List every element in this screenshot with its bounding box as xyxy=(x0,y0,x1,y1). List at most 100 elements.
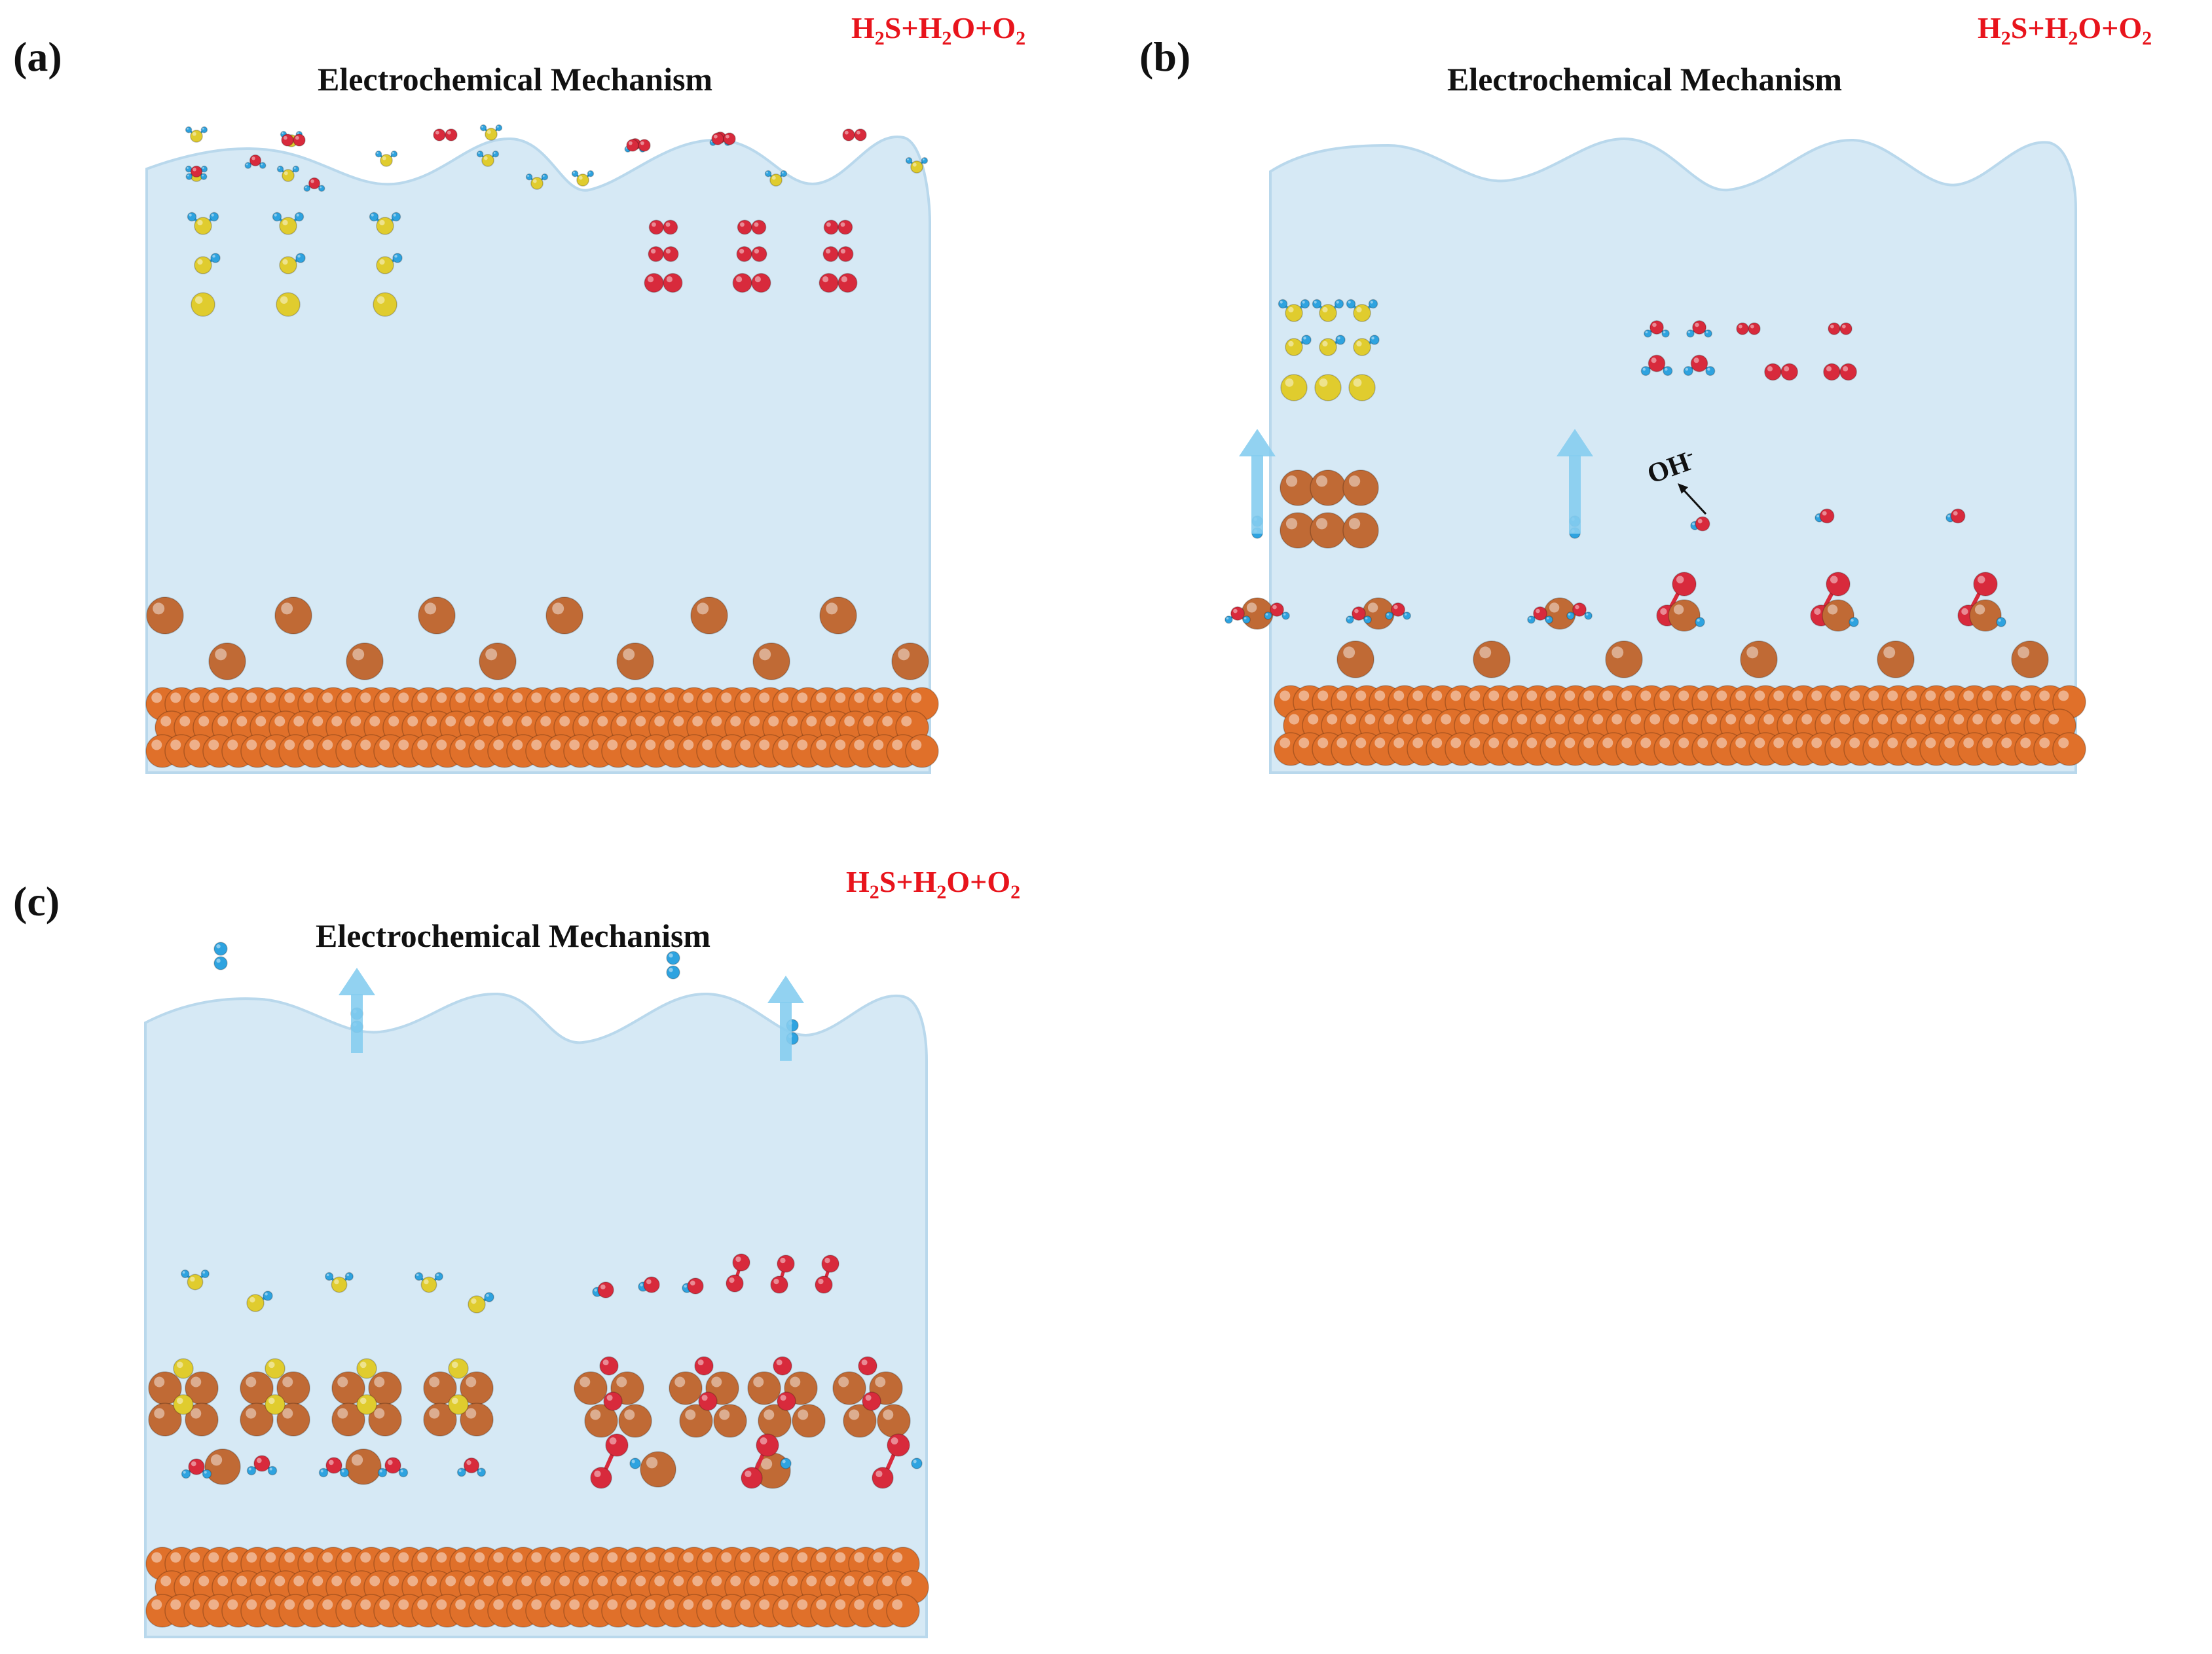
oxide-cluster xyxy=(669,1356,747,1438)
copper-ion xyxy=(368,1403,402,1437)
copper-ion xyxy=(208,642,246,680)
oxygen-molecule xyxy=(626,139,651,152)
h2s-molecule xyxy=(375,150,398,167)
copper-ion xyxy=(891,642,929,680)
oxygen-molecule xyxy=(823,219,853,235)
copper-substrate xyxy=(145,1547,929,1628)
panel-label: (b) xyxy=(1139,33,1191,80)
copper-ion xyxy=(1668,599,1701,632)
panel-title: Electrochemical Mechanism xyxy=(316,917,711,954)
oxygen-molecule xyxy=(281,134,306,147)
oxide-cluster xyxy=(747,1356,826,1438)
h2s-molecule xyxy=(479,124,503,141)
oxygen-molecule xyxy=(1828,322,1853,335)
hs-ion xyxy=(376,253,403,274)
h2s-molecule xyxy=(415,1272,443,1293)
copper-ion xyxy=(460,1371,494,1405)
h2s-molecule xyxy=(525,173,549,190)
water-molecule xyxy=(1264,602,1290,620)
h2s-molecule xyxy=(476,150,500,167)
panel-label: (a) xyxy=(13,33,62,80)
oxygen-molecule xyxy=(736,246,767,263)
copper-substrate xyxy=(1274,685,2086,766)
oxide-cluster xyxy=(574,1356,652,1438)
water-molecule xyxy=(185,165,208,181)
copper-ion xyxy=(331,1403,365,1437)
copper-ion xyxy=(2011,640,2049,678)
panel-c-scene xyxy=(144,942,929,1638)
hs-ion xyxy=(1353,335,1380,356)
h2s-molecule xyxy=(185,126,208,143)
pointer-head xyxy=(1678,483,1688,494)
copper-ion xyxy=(1605,640,1643,678)
oxygen-molecule xyxy=(644,272,683,293)
h2s-molecule xyxy=(187,211,219,235)
hs-ion xyxy=(468,1292,494,1314)
h2s-molecule xyxy=(1312,299,1344,322)
copper-ion xyxy=(479,642,517,680)
water-molecule xyxy=(456,1457,487,1477)
copper-ion xyxy=(185,1403,219,1437)
copper-substrate xyxy=(145,687,939,768)
oxygen-molecule xyxy=(433,128,458,141)
water-molecule xyxy=(1566,602,1593,620)
oxygen-molecule xyxy=(1764,363,1798,381)
substrate-atom xyxy=(886,1594,920,1628)
panel-b: (b) Electrochemical Mechanism H2S+H2O+O2… xyxy=(1126,0,2212,825)
copper-ion xyxy=(204,1448,241,1485)
oxide-cluster xyxy=(1810,572,1859,632)
oxygen-molecule xyxy=(819,272,858,293)
copper-ion xyxy=(1342,512,1379,549)
copper-ion xyxy=(843,1404,877,1438)
copper-ion xyxy=(418,597,456,634)
sulfide-ion xyxy=(373,292,397,317)
water-molecule xyxy=(1527,606,1553,624)
oxygen-molecule xyxy=(711,132,736,145)
molecule-layer xyxy=(185,124,929,317)
hs-ion xyxy=(1319,335,1346,356)
sulfide-ion xyxy=(1280,374,1308,401)
water-molecule xyxy=(1686,320,1712,338)
h2s-molecule xyxy=(369,211,401,235)
copper-ion xyxy=(1740,640,1778,678)
copper-ion xyxy=(819,597,857,634)
sulfide-ion xyxy=(1314,374,1342,401)
electrolyte-layer xyxy=(145,136,931,774)
water-molecule xyxy=(1385,602,1411,620)
copper-ion-layer xyxy=(204,1448,791,1489)
peroxide-molecule xyxy=(726,1253,750,1293)
hs-ion xyxy=(279,253,306,274)
oxygen-molecule xyxy=(732,272,771,293)
copper-ion xyxy=(679,1404,713,1438)
oxygen-molecule xyxy=(737,219,767,235)
copper-ion xyxy=(423,1371,457,1405)
sulfide-cluster xyxy=(240,1358,310,1437)
copper-ion xyxy=(752,642,790,680)
oxygen-molecule xyxy=(842,128,867,141)
copper-ion xyxy=(1336,640,1374,678)
sulfide-ion xyxy=(191,292,215,317)
oxide-cluster xyxy=(1957,572,2006,632)
hydroxide-ion xyxy=(638,1276,660,1293)
copper-ion xyxy=(690,597,728,634)
up-arrow xyxy=(339,968,375,1053)
copper-complex xyxy=(1225,597,1290,630)
peroxide-bound xyxy=(590,1433,641,1489)
peroxide-bound xyxy=(741,1433,792,1489)
panel-b-scene xyxy=(1225,137,2086,774)
hydrogen-molecule xyxy=(213,942,228,970)
copper-ion xyxy=(584,1404,618,1438)
sulfide-cluster xyxy=(423,1358,494,1437)
copper-ion xyxy=(346,642,384,680)
oxygen-molecule xyxy=(1823,363,1857,381)
copper-ion xyxy=(240,1403,274,1437)
water-molecule xyxy=(303,177,325,193)
panel-c: (c) Electrochemical Mechanism H2S+H2O+O2 xyxy=(0,845,1100,1654)
substrate-atom xyxy=(2052,732,2086,766)
copper-ion xyxy=(1310,512,1346,549)
copper-ion xyxy=(713,1404,747,1438)
hydroxide-ion xyxy=(1945,508,1966,524)
peroxide-molecule xyxy=(770,1255,795,1294)
h2s-molecule xyxy=(325,1272,354,1293)
diffusion-arrows xyxy=(1239,429,1707,534)
